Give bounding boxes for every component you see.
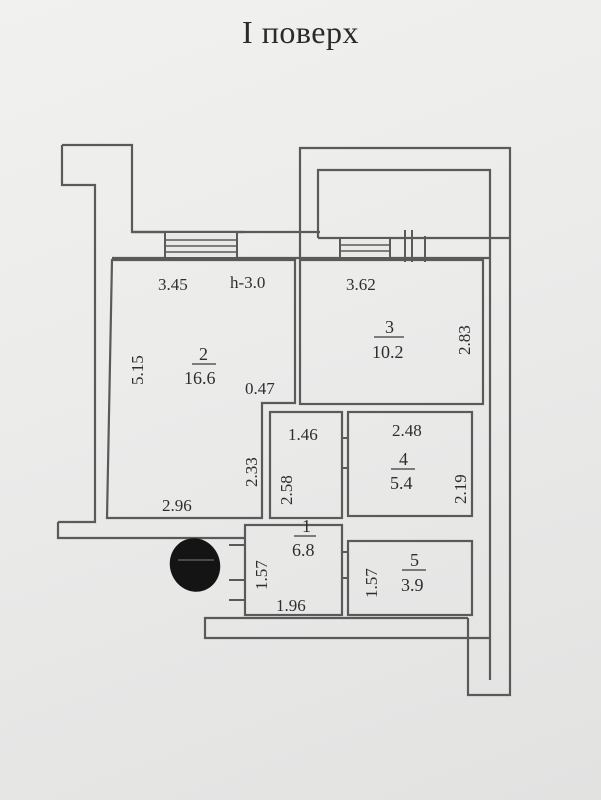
room-4-outline (346, 410, 474, 518)
ceiling-height: h-3.0 (230, 273, 265, 292)
room-4-number: 4 (399, 449, 408, 469)
window-left (164, 231, 238, 259)
dim-r2-width: 3.45 (158, 275, 188, 294)
hall-outline (268, 410, 344, 520)
room-3-number: 3 (385, 317, 394, 337)
dim-r4-height: 2.19 (451, 474, 470, 504)
room-3-outline (298, 258, 485, 406)
dim-r2-height: 5.15 (128, 355, 147, 385)
room-5-number: 5 (410, 550, 419, 570)
room-3-area: 10.2 (372, 342, 404, 362)
dim-r2-bottom: 2.96 (162, 496, 192, 515)
balcony-door (404, 230, 426, 262)
room-1-number: 1 (302, 516, 311, 536)
dim-r3-width: 3.62 (346, 275, 376, 294)
dim-r3-height: 2.83 (455, 325, 474, 355)
dim-r1-bottom: 1.96 (276, 596, 306, 615)
room-1-area: 6.8 (292, 540, 315, 560)
dim-hall-width: 1.46 (288, 425, 318, 444)
dim-r4-width: 2.48 (392, 421, 422, 440)
room-2-outline (105, 258, 297, 520)
dim-hall-height: 2.58 (277, 475, 296, 505)
dim-r5-height: 1.57 (362, 568, 381, 598)
entry-marker (169, 538, 221, 592)
room-1-outline (243, 523, 344, 617)
floor-title: I поверх (242, 14, 359, 50)
room-2-number: 2 (199, 344, 208, 364)
room-4-area: 5.4 (390, 473, 413, 493)
window-right (339, 237, 391, 259)
dim-r2-lower: 2.33 (242, 457, 261, 487)
room-2-area: 16.6 (184, 368, 216, 388)
door-marks (229, 437, 348, 601)
dim-entry-left: 1.57 (252, 560, 271, 590)
room-5-area: 3.9 (401, 575, 424, 595)
dim-r2-step: 0.47 (245, 379, 275, 398)
